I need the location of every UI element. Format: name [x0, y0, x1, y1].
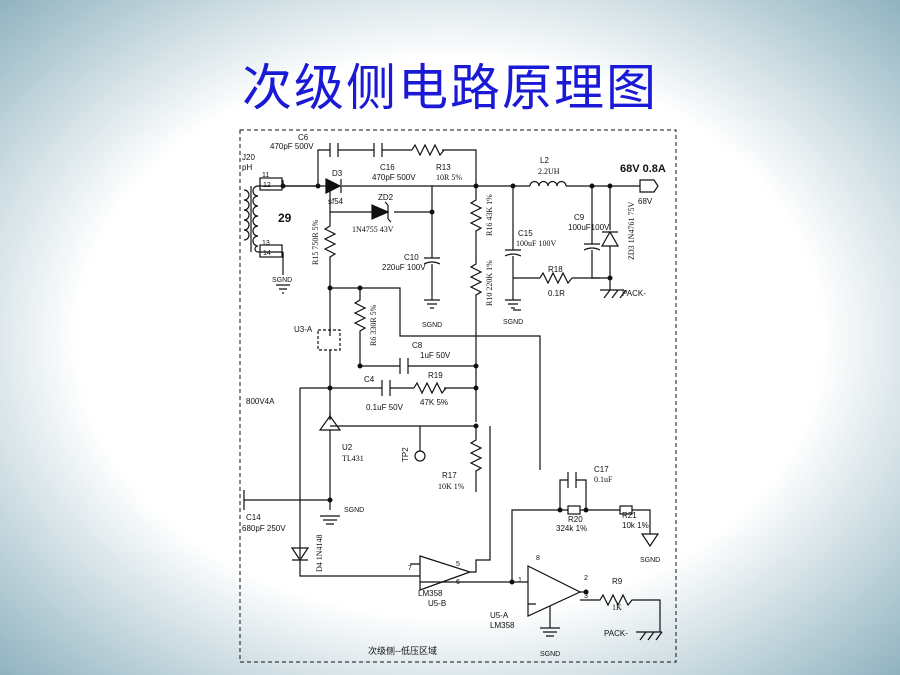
r21-value: 10k 1%: [622, 521, 649, 530]
u3-label: U3-A: [294, 325, 313, 334]
pin2: 2: [584, 575, 588, 582]
pin1: 1: [518, 577, 522, 584]
pin12: 12: [263, 182, 271, 189]
zd3-label: ZD3 1N4761 75V: [627, 202, 636, 260]
j20-label: J20: [242, 153, 255, 162]
c8-ref: C8: [412, 341, 423, 350]
r16-label: R16 43K 1%: [485, 194, 494, 236]
c17-value: 0.1uF: [594, 475, 613, 484]
c10-ref: C10: [404, 253, 419, 262]
c4-ref: C4: [364, 375, 375, 384]
pack-minus-bottom: PACK-: [604, 629, 628, 638]
c9-ref: C9: [574, 213, 585, 222]
output-rating: 68V 0.8A: [620, 163, 666, 175]
c6-ref: C6: [298, 133, 309, 142]
c4-value: 0.1uF 50V: [366, 403, 404, 412]
tp2-label: TP2: [401, 447, 410, 462]
r18-ref: R18: [548, 265, 563, 274]
l2-value: 2.2UH: [538, 167, 560, 176]
pin11: 11: [262, 172, 269, 179]
sgnd-c10: SGND: [422, 322, 442, 329]
c15-ref: C15: [518, 229, 533, 238]
output-net: 68V: [638, 197, 653, 206]
pin7: 7: [408, 565, 412, 572]
sgnd-c15: SGND: [503, 319, 523, 326]
r6-label: R6 330R 5%: [369, 304, 378, 346]
r18-value: 0.1R: [548, 289, 565, 298]
schematic-border: [239, 129, 677, 663]
c15-value: 100uF 100V: [516, 239, 556, 248]
c8-value: 1uF 50V: [420, 351, 451, 360]
c16-ref: C16: [380, 163, 395, 172]
c9-value: 100uF100V: [568, 223, 610, 232]
u5a-part: LM358: [490, 621, 515, 630]
r20-ref: R20: [568, 515, 583, 524]
r19-value: 47K 5%: [420, 398, 448, 407]
zd2-ref: ZD2: [378, 193, 394, 202]
sgnd-u5a: SGND: [540, 651, 560, 658]
pin8: 8: [536, 555, 540, 562]
d4-label: D4 1N4148: [315, 534, 324, 572]
r9-value: 1K: [612, 603, 622, 612]
pin14: 14: [263, 250, 271, 257]
pin3: 3: [584, 593, 588, 600]
r17-value: 10K 1%: [438, 482, 465, 491]
pin13: 13: [262, 240, 270, 247]
c16-value: 470pF 500V: [372, 173, 416, 182]
r17-ref: R17: [442, 471, 457, 480]
r10-label: R10 220K 1%: [485, 260, 494, 306]
c10-value: 220uF 100V: [382, 263, 426, 272]
c14-ref: C14: [246, 513, 261, 522]
pin6: 6: [456, 579, 460, 586]
r20-value: 324k 1%: [556, 524, 587, 533]
ph-label: pH: [242, 163, 252, 172]
zd2-value: 1N4755 43V: [352, 225, 394, 234]
r21-ref: R21: [622, 511, 637, 520]
section-caption: 次级侧--低压区域: [368, 645, 437, 656]
slide-title: 次级侧电路原理图: [242, 59, 658, 117]
u5b-part: LM358: [418, 589, 443, 598]
u5a-ref: U5-A: [490, 611, 509, 620]
u2-value: TL431: [342, 454, 364, 463]
l2-ref: L2: [540, 156, 549, 165]
r13-value: 10R 5%: [436, 173, 462, 182]
r9-ref: R9: [612, 577, 623, 586]
d3-ref: D3: [332, 169, 343, 178]
r15-label: R15 750R 5%: [311, 219, 320, 265]
u5b-ref: U5-B: [428, 599, 446, 608]
sgnd-tl431: SGND: [344, 507, 364, 514]
sgnd-transformer: SGND: [272, 277, 292, 284]
c6-value: 470pF 500V: [270, 142, 314, 151]
d3-value: sf54: [328, 197, 344, 206]
r19-ref: R19: [428, 371, 443, 380]
c17-ref: C17: [594, 465, 609, 474]
winding-label: 29: [278, 211, 292, 225]
opto-part: 800V4A: [246, 397, 275, 406]
sgnd-r21: SGND: [640, 557, 660, 564]
r13-ref: R13: [436, 163, 451, 172]
c14-value: 680pF 250V: [242, 524, 286, 533]
pack-minus-top: PACK-: [622, 289, 646, 298]
u2-ref: U2: [342, 443, 353, 452]
pin5: 5: [456, 561, 460, 568]
